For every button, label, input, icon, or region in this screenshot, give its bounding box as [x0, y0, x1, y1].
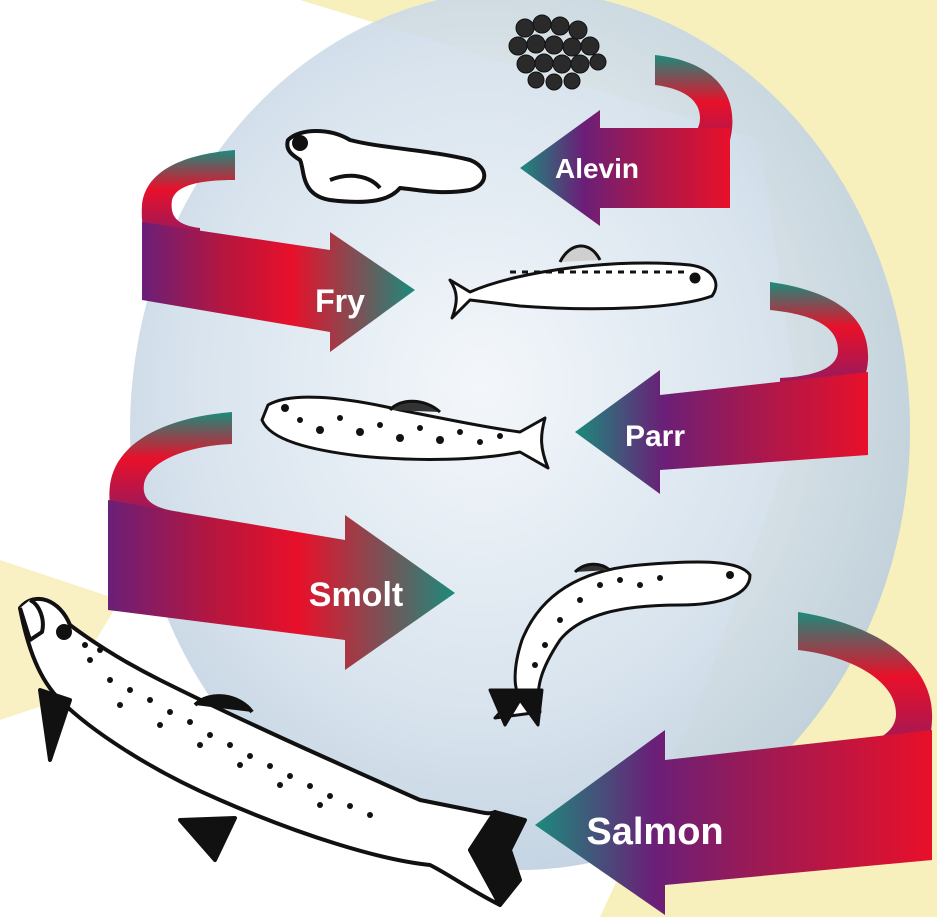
- stage-label-smolt: Smolt: [309, 576, 403, 614]
- stage-label-parr: Parr: [625, 420, 685, 453]
- stage-label-alevin: Alevin: [555, 153, 639, 184]
- stage-label-fry: Fry: [315, 283, 365, 319]
- stage-label-salmon: Salmon: [586, 811, 723, 853]
